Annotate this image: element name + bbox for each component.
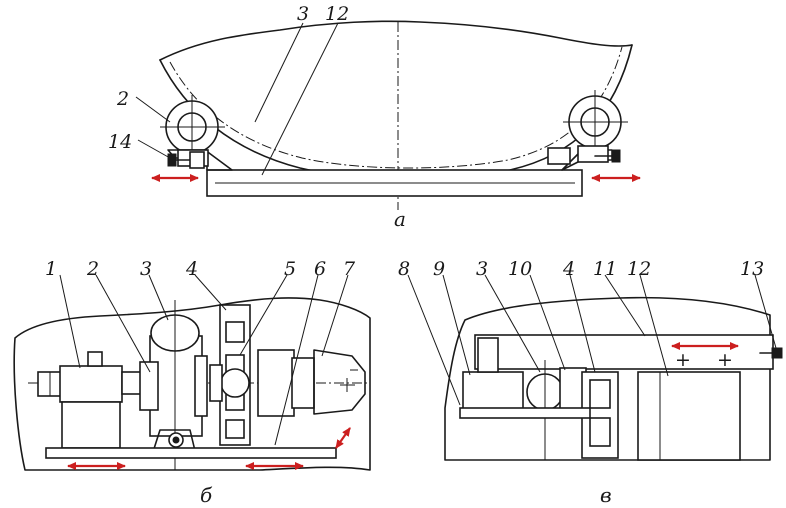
label-12-v: 12	[627, 258, 651, 280]
tilt-arrow	[335, 427, 351, 449]
view-v-outline	[444, 296, 771, 461]
label-8: 8	[398, 258, 410, 280]
label-10: 10	[508, 258, 532, 280]
pivot-bracket	[151, 429, 197, 456]
label-13: 13	[740, 258, 764, 280]
motor-1	[37, 351, 123, 449]
label-7: 7	[343, 258, 356, 280]
label-3-v: 3	[476, 258, 488, 280]
vessel-top-edge	[159, 20, 633, 61]
screw-13	[771, 347, 783, 359]
label-2-b: 2	[86, 258, 99, 280]
block-9-lug	[477, 337, 499, 373]
label-1: 1	[45, 258, 57, 280]
adjust-screw-right	[547, 147, 621, 165]
base-plate	[45, 447, 337, 459]
label-11: 11	[593, 258, 617, 280]
label-9: 9	[433, 258, 445, 280]
right-roller	[561, 90, 628, 171]
label-14: 14	[108, 131, 132, 153]
caption-b: б	[200, 483, 213, 507]
gearbox	[257, 349, 366, 417]
plus-mark-left: +	[675, 349, 691, 371]
lower-base	[459, 407, 591, 419]
view-b-outline	[13, 297, 371, 471]
label-5: 5	[284, 258, 296, 280]
adjust-screw-left	[167, 151, 205, 169]
caption-a: а	[394, 207, 406, 231]
view-v: + + 8 9 3 10 4 11 12 13 в	[398, 258, 783, 507]
label-3-b: 3	[140, 258, 152, 280]
label-2: 2	[116, 88, 129, 110]
view-a: 2 14 3 12 а	[108, 3, 641, 231]
support-12	[637, 371, 741, 461]
label-3: 3	[297, 3, 309, 25]
left-roller	[160, 95, 233, 171]
label-12: 12	[325, 3, 349, 25]
block-9	[462, 371, 524, 411]
rail-11	[474, 334, 774, 370]
gear-train	[209, 304, 251, 446]
plus-mark-right: +	[717, 349, 733, 371]
drive-wheel	[139, 300, 208, 470]
label-4-b: 4	[185, 258, 198, 280]
view-b: 1 2 3 4 5 6 7 б	[13, 258, 371, 507]
label-4-v: 4	[562, 258, 575, 280]
caption-v: в	[600, 483, 612, 507]
label-6: 6	[314, 258, 326, 280]
